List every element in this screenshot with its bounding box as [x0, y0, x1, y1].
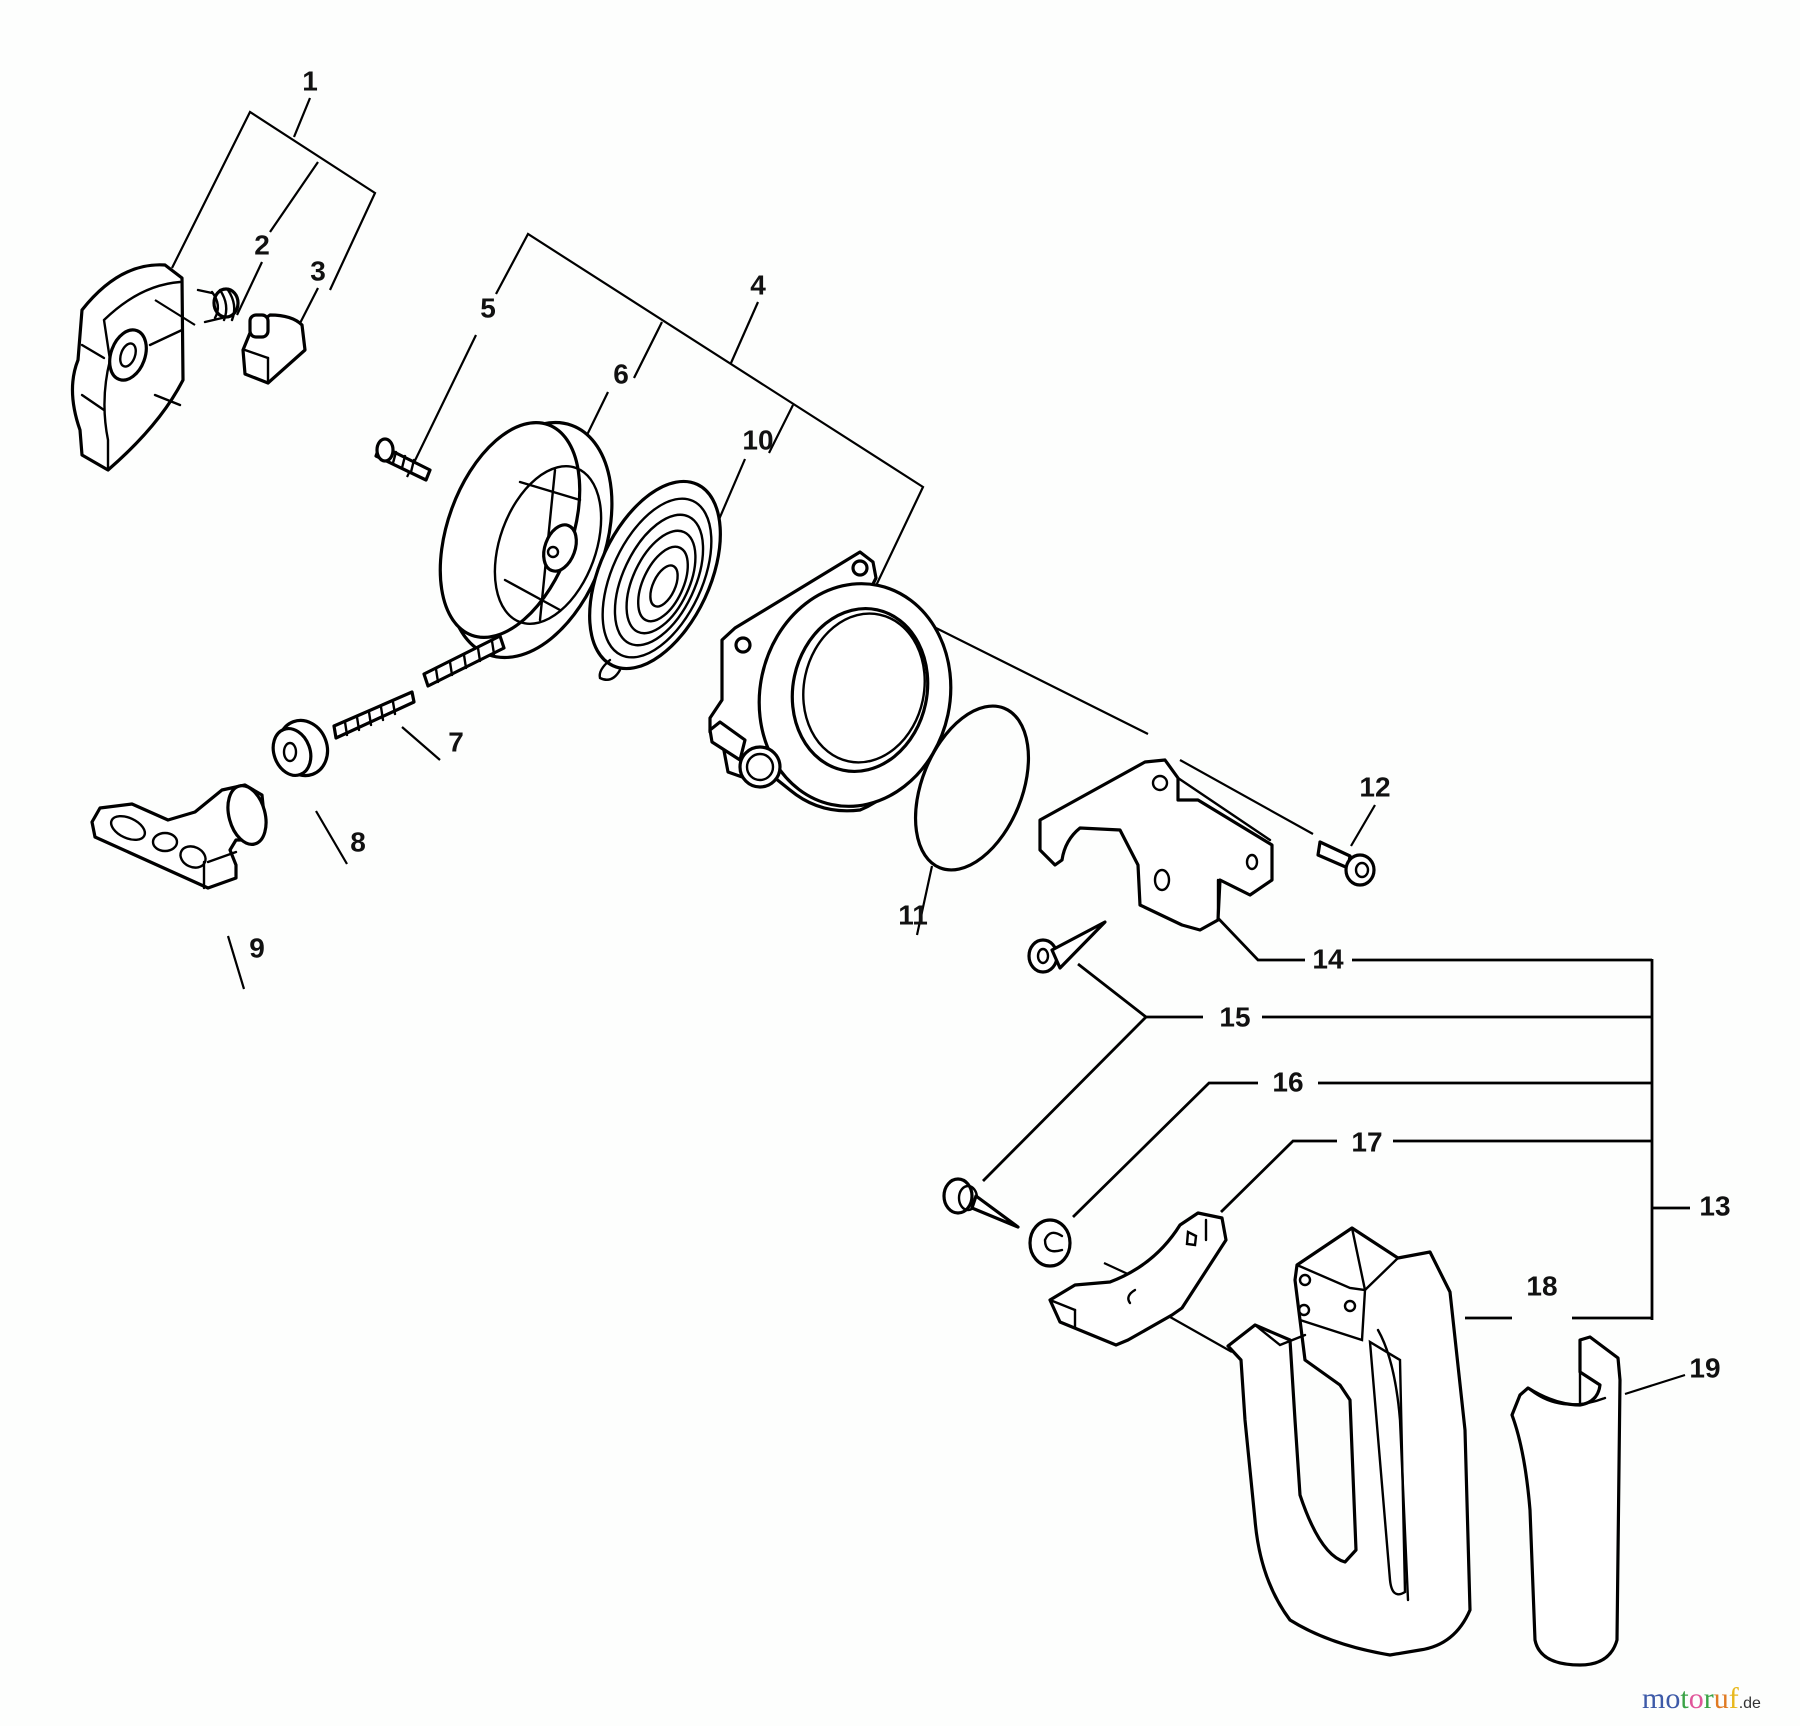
callout-7: 7 — [448, 726, 464, 757]
callout-2: 2 — [254, 229, 270, 260]
callout-18: 18 — [1526, 1270, 1557, 1301]
part-19-grip — [1510, 1335, 1622, 1667]
callout-15: 15 — [1219, 1001, 1250, 1032]
part-15-tapping-screw-upper — [1027, 920, 1107, 974]
callout-17: 17 — [1351, 1126, 1382, 1157]
part-10-recoil-spring — [588, 479, 722, 681]
callout-4: 4 — [750, 269, 766, 300]
wm-letter: f — [1728, 1682, 1739, 1715]
part-8-rope-guide — [271, 718, 330, 778]
wm-letter: t — [1680, 1682, 1689, 1715]
wm-letter: r — [1703, 1682, 1714, 1715]
callout-19: 19 — [1689, 1352, 1720, 1383]
part-17-handle-bracket — [1048, 1211, 1228, 1347]
wm-letter: o — [1688, 1682, 1704, 1715]
callout-3: 3 — [310, 255, 326, 286]
part-18-front-handle — [1226, 1226, 1472, 1657]
part-11-o-ring — [913, 704, 1031, 872]
part-15-tapping-screw-lower — [942, 1177, 1020, 1229]
wm-letter: m — [1642, 1682, 1666, 1715]
callout-labels: 1 2 3 4 5 6 10 7 8 9 11 12 14 15 16 17 1… — [249, 65, 1730, 1383]
callout-11: 11 — [898, 899, 928, 930]
callout-6: 6 — [613, 358, 629, 389]
part-3-pawl — [241, 313, 307, 385]
part-16-washer — [1028, 1218, 1072, 1268]
part-5-bolt — [374, 437, 432, 482]
callout-12: 12 — [1359, 771, 1390, 802]
wm-tld: .de — [1738, 1695, 1761, 1712]
callout-13: 13 — [1699, 1190, 1730, 1221]
callout-16: 16 — [1272, 1066, 1303, 1097]
wm-letter: o — [1665, 1682, 1681, 1715]
part-12-screw — [1316, 840, 1376, 887]
callout-10: 10 — [742, 424, 773, 455]
wm-letter: u — [1713, 1682, 1729, 1715]
leader-lines — [171, 97, 1690, 1396]
callout-9: 9 — [249, 932, 265, 963]
part-1-pawl-plate — [70, 263, 196, 472]
part-4-starter-housing — [708, 550, 953, 813]
callout-8: 8 — [350, 826, 366, 857]
callout-5: 5 — [480, 292, 496, 323]
part-14-bracket — [1038, 758, 1274, 932]
part-7-rope — [332, 634, 506, 740]
callout-14: 14 — [1312, 943, 1344, 974]
part-2-spring — [196, 287, 240, 324]
part-9-starter-handle — [90, 783, 268, 890]
callout-1: 1 — [302, 65, 318, 96]
watermark-logo: motoruf.de — [1642, 1682, 1761, 1716]
